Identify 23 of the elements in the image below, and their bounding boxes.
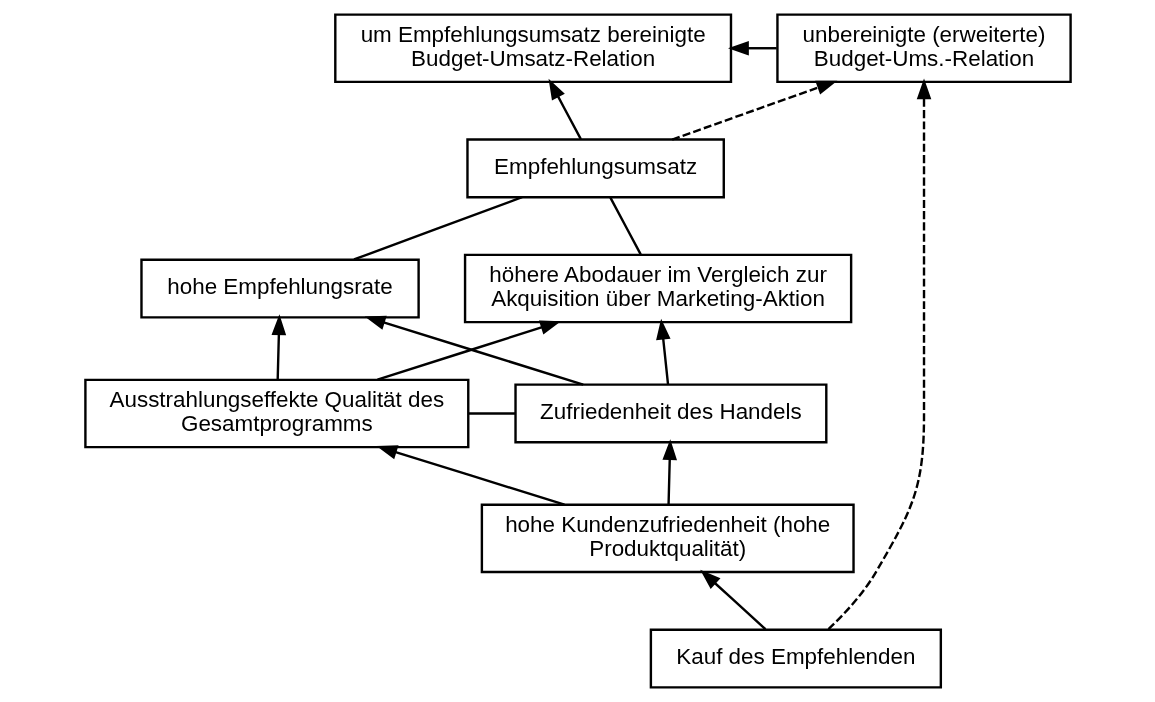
- arrow: [727, 40, 777, 56]
- arrow: [375, 445, 565, 506]
- node-box: Empfehlungsumsatz: [465, 138, 725, 199]
- node-box: Kauf des Empfehlenden: [649, 628, 942, 689]
- connector: [608, 197, 642, 255]
- arrow: [364, 315, 584, 386]
- arrow: [271, 314, 286, 380]
- node-box: Zufriedenheit des Handels: [513, 383, 827, 444]
- arrow: [661, 439, 677, 505]
- arrow: [671, 80, 837, 141]
- node-box: hohe Kundenzufriedenheit (hohe Produktqualität): [480, 503, 855, 574]
- node-box: höhere Abodauer im Vergleich zur Akquisition über Marketing-Aktion: [463, 253, 852, 324]
- node-box: um Empfehlungsumsatz bereinigte Budget-Umsatz-Relation: [333, 13, 732, 84]
- connector: [468, 412, 515, 415]
- node-box: hohe Empfehlungsrate: [139, 258, 420, 319]
- node-box: unbereinigte (erweiterte) Budget-Ums.-Relation: [775, 13, 1072, 84]
- arrow: [827, 78, 931, 630]
- connector: [353, 196, 522, 261]
- arrow: [699, 569, 766, 631]
- arrow: [376, 320, 561, 381]
- arrow: [655, 318, 671, 385]
- node-box: Ausstrahlungseffekte Qualität des Gesamtprogramms: [83, 378, 469, 449]
- arrow: [548, 78, 582, 140]
